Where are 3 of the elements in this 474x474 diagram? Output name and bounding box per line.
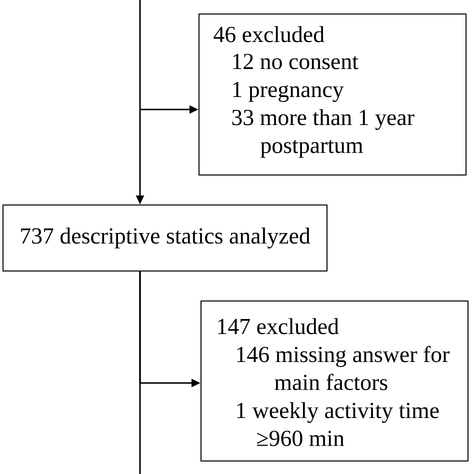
flow-box: 147 excluded 146 missing answer for main factors 1 weekly activity time ≥960 min: [200, 300, 468, 462]
flow-box: 737 descriptive statics analyzed: [2, 204, 328, 272]
flow-box: 46 excluded 12 no consent 1 pregnancy 33 more than 1 year postpartum: [198, 14, 466, 176]
